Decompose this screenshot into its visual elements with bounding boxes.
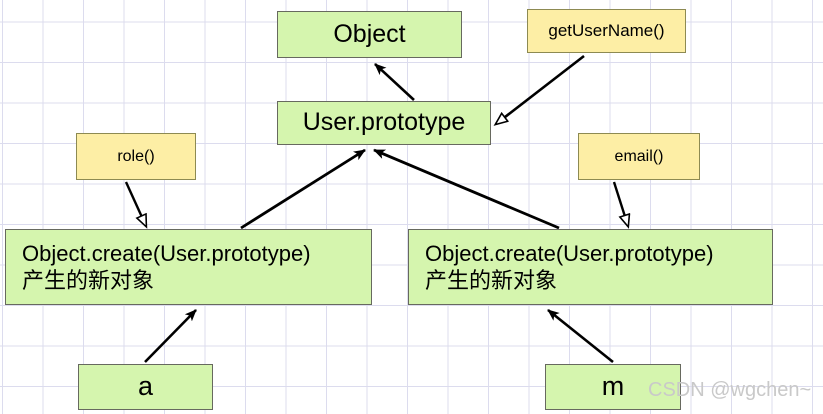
node-m-label: m (601, 371, 625, 402)
edge-getusername-to-userprototype (496, 54, 585, 124)
node-email[interactable]: email() (578, 133, 700, 180)
edge-role-to-obj-left (124, 181, 146, 226)
node-email-label: email() (614, 147, 664, 165)
node-a[interactable]: a (78, 364, 213, 410)
node-user-prototype[interactable]: User.prototype (277, 101, 491, 145)
node-object-label: Object (333, 19, 406, 48)
node-m[interactable]: m (545, 364, 681, 410)
node-a-label: a (137, 371, 154, 402)
edge-email-to-obj-right (612, 181, 628, 226)
edge-obj-left-to-userprototype (240, 148, 366, 230)
node-getusername-label: getUserName() (548, 21, 665, 41)
edge-a-to-obj-left (144, 309, 197, 363)
node-user-prototype-label: User.prototype (302, 108, 466, 137)
watermark: CSDN @wgchen~ (648, 379, 812, 401)
node-object-create-left[interactable]: Object.create(User.prototype) 产生的新对象 (5, 229, 372, 305)
node-role[interactable]: role() (76, 133, 196, 180)
node-getusername[interactable]: getUserName() (527, 9, 686, 53)
edge-userprototype-to-object (374, 63, 415, 101)
node-object-create-right-label: Object.create(User.prototype) 产生的新对象 (425, 240, 714, 294)
node-object-create-right[interactable]: Object.create(User.prototype) 产生的新对象 (408, 229, 773, 305)
node-object[interactable]: Object (277, 11, 462, 58)
edge-m-to-obj-right (547, 308, 614, 364)
node-role-label: role() (117, 147, 155, 165)
node-object-create-left-label: Object.create(User.prototype) 产生的新对象 (22, 240, 311, 294)
edge-obj-right-to-userprototype (373, 148, 560, 230)
